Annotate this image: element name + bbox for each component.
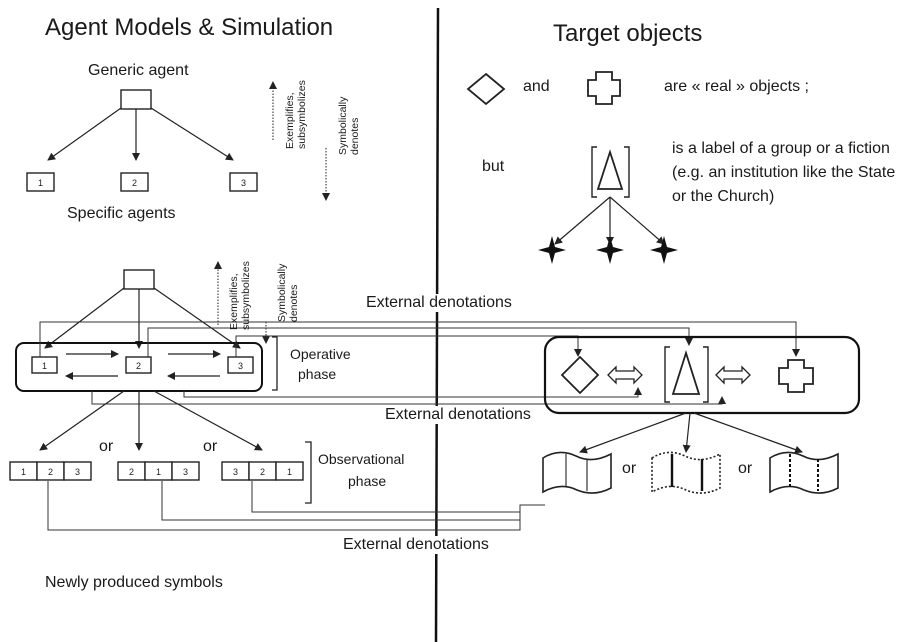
sequence-1-label-2: 2 xyxy=(48,467,53,477)
exemplifies-top: Exemplifies, subsymbolizes xyxy=(284,80,308,149)
symbolically-mid: Symbolically denotes xyxy=(276,264,300,322)
star-1 xyxy=(538,236,566,264)
sequence-2-cell-3 xyxy=(171,461,200,481)
subsymbolizes-text-2: subsymbolizes xyxy=(240,261,252,330)
or-left-1: or xyxy=(99,438,114,455)
sequence-3-cell-3 xyxy=(275,461,304,481)
banner-2 xyxy=(651,451,721,494)
star-3 xyxy=(650,236,678,264)
external-denotations-middle: External denotations xyxy=(385,406,531,424)
generic-agent-box xyxy=(120,89,152,110)
exemplifies-mid: Exemplifies, subsymbolizes xyxy=(228,261,252,330)
sequence-3-label-2: 2 xyxy=(260,467,265,477)
model-generic-box xyxy=(123,269,155,290)
external-denotations-bottom: External denotations xyxy=(343,536,489,554)
or-right-2: or xyxy=(738,460,753,477)
double-arrow-1 xyxy=(607,365,643,385)
target-container xyxy=(543,335,861,415)
agent-label-1b: 1 xyxy=(42,361,47,371)
or-right-1: or xyxy=(622,460,637,477)
denotes-text-2: denotes xyxy=(288,284,300,322)
real-objects-text: are « real » objects ; xyxy=(664,78,809,95)
operative-line1: Operative xyxy=(290,346,351,362)
operative-agent-box-1 xyxy=(31,356,58,374)
agent-label-2b: 2 xyxy=(136,361,141,371)
observational-line2: phase xyxy=(348,473,387,489)
observational-sequences: 1 2 3 2 1 3 3 2 1 xyxy=(9,461,304,481)
agent-label-2a: 2 xyxy=(132,178,137,188)
target-cross xyxy=(778,359,814,393)
sequence-1-cell-3 xyxy=(63,461,92,481)
star-2 xyxy=(596,236,624,264)
cross-shape xyxy=(587,71,621,105)
diamond-shape xyxy=(466,72,506,106)
operative-line2: phase xyxy=(298,366,337,382)
sequence-2-label-2: 1 xyxy=(156,467,161,477)
or-left-2: or xyxy=(203,438,218,455)
but-text: but xyxy=(482,158,505,175)
operative-agent-box-2 xyxy=(125,356,152,374)
agent-label-1a: 1 xyxy=(38,178,43,188)
sequence-2-label-3: 3 xyxy=(183,467,188,477)
label-description: is a label of a group or a fiction (e.g.… xyxy=(672,140,896,205)
target-diamond xyxy=(560,355,600,395)
subsymbolizes-text: subsymbolizes xyxy=(296,80,308,149)
newly-produced-label: Newly produced symbols xyxy=(45,574,223,591)
specific-agent-box-1 xyxy=(26,172,55,192)
sequence-3-label-3: 1 xyxy=(287,467,292,477)
banner-1 xyxy=(542,451,612,494)
sequence-2-label-1: 2 xyxy=(129,467,134,477)
symbolically-top: Symbolically denotes xyxy=(337,97,361,155)
sequence-1-label-3: 3 xyxy=(75,467,80,477)
double-arrow-2 xyxy=(715,365,751,385)
specific-agents-label: Specific agents xyxy=(67,205,176,222)
sequence-1-label-1: 1 xyxy=(21,467,26,477)
agent-label-3a: 3 xyxy=(241,178,246,188)
external-denotations-top: External denotations xyxy=(366,294,512,312)
denotes-text: denotes xyxy=(349,117,361,155)
triangle-label-shape xyxy=(596,149,624,190)
and-text: and xyxy=(523,78,550,95)
specific-agent-box-2 xyxy=(120,172,149,192)
operative-phase-label: Operative phase xyxy=(290,344,351,384)
operative-agent-box-3 xyxy=(227,356,254,374)
banner-3 xyxy=(769,451,839,494)
observational-line1: Observational xyxy=(318,451,405,467)
exemplifies-text-2: Exemplifies, xyxy=(228,273,240,330)
sequence-3-label-1: 3 xyxy=(233,467,238,477)
exemplifies-text: Exemplifies, xyxy=(284,92,296,149)
agent-label-3b: 3 xyxy=(238,361,243,371)
specific-agent-box-3 xyxy=(229,172,258,192)
generic-agent-label: Generic agent xyxy=(88,62,189,79)
symbolically-text-2: Symbolically xyxy=(276,263,288,322)
right-title: Target objects xyxy=(553,20,703,47)
left-title: Agent Models & Simulation xyxy=(45,14,334,41)
symbolically-text: Symbolically xyxy=(337,96,349,155)
observational-phase-label: Observational phase xyxy=(318,448,404,492)
target-triangle xyxy=(671,350,701,395)
